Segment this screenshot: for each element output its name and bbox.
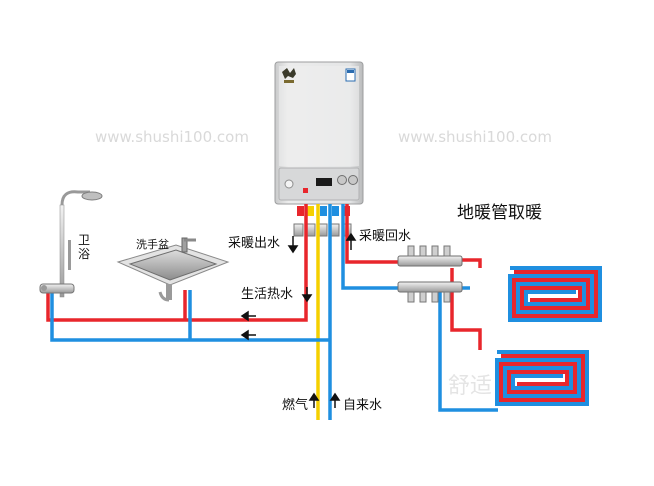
flow-arrows	[240, 232, 357, 408]
arrow-up-icon	[345, 232, 357, 241]
hot-water-arrow-icon	[301, 294, 313, 303]
washbasin-fixture	[116, 237, 230, 302]
domestic-hot-water-label: 生活热水	[241, 287, 293, 302]
brand-logo-icon	[282, 68, 296, 83]
watermark-left: www.shushi100.com	[95, 128, 249, 146]
watermark-right: www.shushi100.com	[398, 128, 552, 146]
tap-arrow-icon	[329, 392, 341, 401]
underfloor-heating-title: 地暖管取暖	[457, 203, 542, 223]
shower-fixture	[39, 190, 103, 298]
gas-label: 燃气	[282, 397, 308, 413]
tap-water-label: 自来水	[343, 398, 382, 413]
gas-arrow-icon	[308, 392, 320, 401]
heating-return-label: 采暖回水	[359, 229, 411, 244]
washbasin-label: 洗手盆	[136, 237, 169, 251]
floor-loop-upper	[505, 262, 605, 324]
display-screen	[316, 178, 332, 186]
left-arrow-icon	[240, 310, 249, 322]
left-arrow-icon-2	[240, 329, 249, 341]
heating-supply-label: 采暖出水	[228, 236, 280, 251]
shower-label-char-2: 浴	[78, 247, 90, 261]
knob-right	[348, 175, 358, 185]
domestic-hot-water-pipe	[46, 204, 308, 322]
shower-label: 卫 浴	[78, 233, 90, 261]
wall-boiler	[274, 61, 364, 205]
knob-left	[337, 175, 347, 185]
power-button	[284, 179, 294, 189]
floor-loop-lower	[492, 346, 592, 408]
shower-label-char-1: 卫	[78, 233, 90, 247]
floor-heating-manifold	[397, 245, 463, 303]
energy-label-icon	[345, 68, 356, 82]
cold-water-branch	[50, 290, 330, 342]
arrow-down-icon	[287, 245, 299, 254]
